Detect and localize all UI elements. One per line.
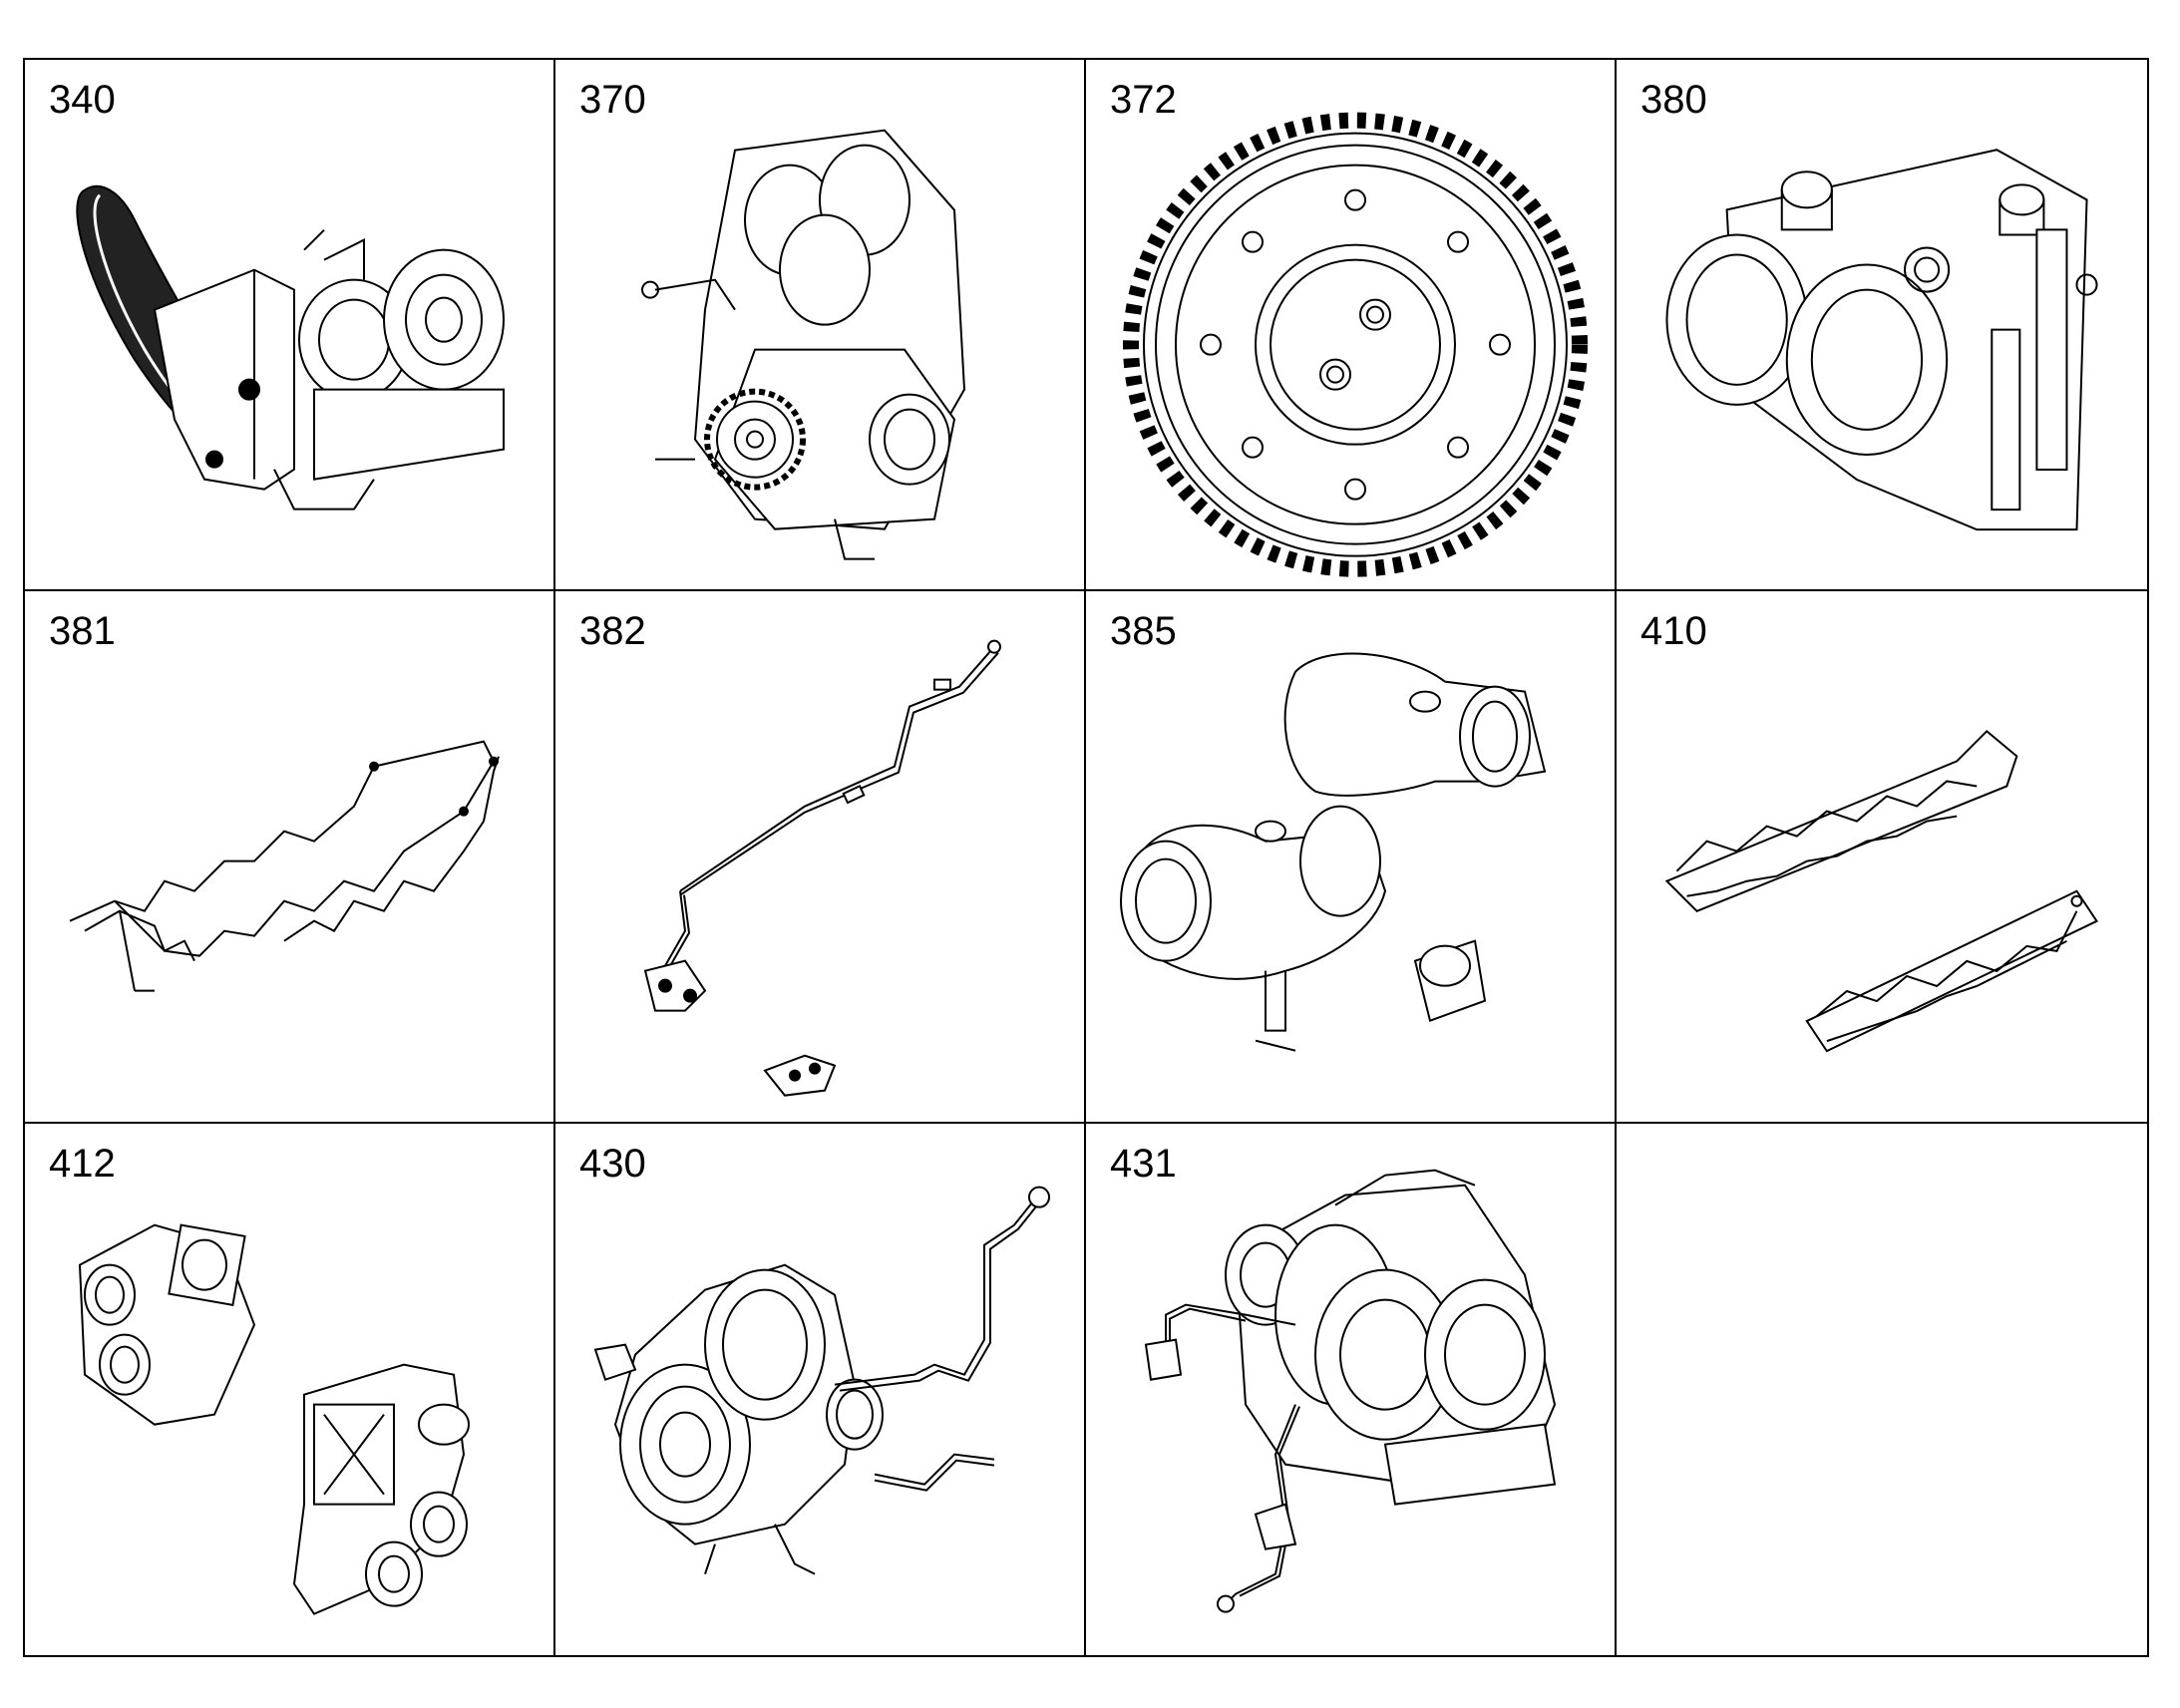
part-number: 370: [579, 78, 646, 122]
part-cell-empty: [1617, 1124, 2147, 1655]
part-number: 412: [49, 1141, 116, 1186]
part-cell-381[interactable]: 381: [25, 591, 555, 1124]
part-cell-385[interactable]: 385: [1086, 591, 1617, 1124]
part-cell-431[interactable]: 431: [1086, 1123, 1617, 1655]
part-cell-372[interactable]: 372: [1086, 60, 1617, 592]
gear-wheel-icon: [1086, 60, 1615, 589]
gear-housing-icon: [555, 60, 1084, 589]
part-number: 385: [1110, 609, 1177, 654]
part-number: 380: [1640, 78, 1707, 122]
intake-elbow-icon: [1086, 591, 1615, 1121]
part-cell-380[interactable]: 380: [1617, 60, 2147, 592]
oil-pump-housing-icon: [1617, 60, 2147, 589]
exhaust-manifold-icon: [25, 1124, 553, 1655]
turbocharger-with-lines-icon: [1086, 1124, 1615, 1655]
rocker-arm-shaft-icon: [1617, 591, 2147, 1121]
fuel-line-icon: [555, 591, 1084, 1121]
part-number: 410: [1640, 609, 1707, 654]
belt-pump-assembly-icon: [25, 60, 553, 589]
part-number: 381: [49, 609, 116, 654]
part-number: 372: [1110, 78, 1177, 122]
part-cell-382[interactable]: 382: [555, 591, 1086, 1124]
part-cell-410[interactable]: 410: [1617, 591, 2147, 1124]
part-number: 430: [579, 1141, 646, 1186]
wiring-harness-icon: [25, 591, 553, 1121]
part-cell-430[interactable]: 430: [555, 1123, 1086, 1655]
part-cell-412[interactable]: 412: [25, 1123, 555, 1655]
part-number: 340: [49, 78, 116, 122]
turbocharger-icon: [555, 1124, 1084, 1655]
part-cell-340[interactable]: 340: [25, 60, 555, 592]
part-number: 431: [1110, 1141, 1177, 1186]
part-cell-370[interactable]: 370: [555, 60, 1086, 592]
parts-catalog-grid: 340 370: [23, 58, 2149, 1657]
part-number: 382: [579, 609, 646, 654]
